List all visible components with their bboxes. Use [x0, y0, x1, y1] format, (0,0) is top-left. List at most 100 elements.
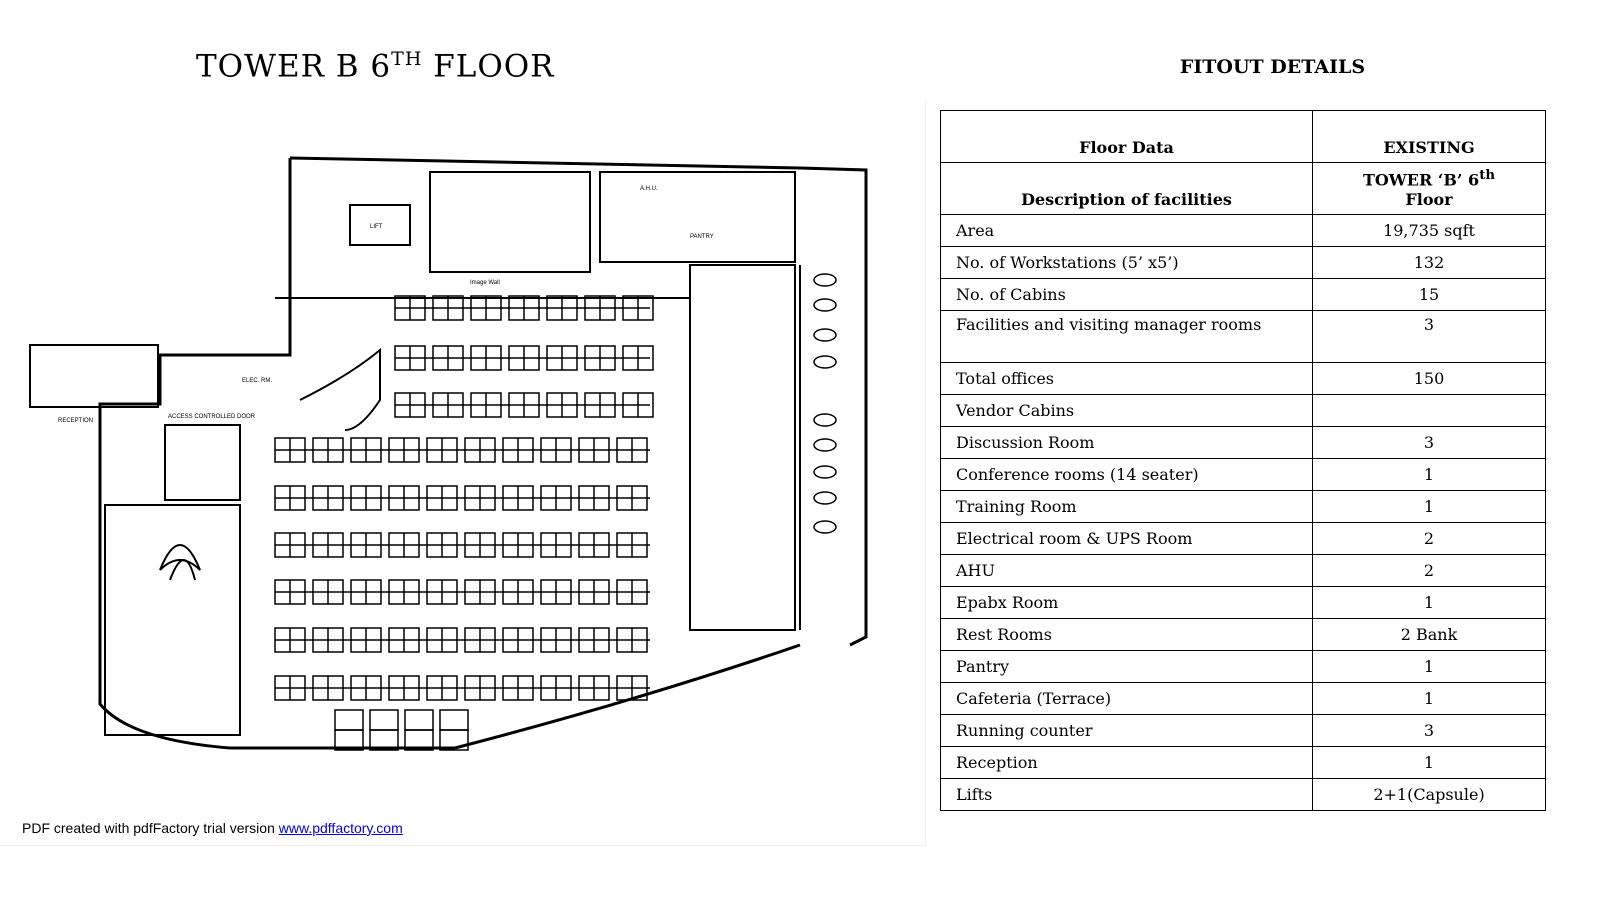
pdf-note-text: PDF created with pdfFactory trial versio…: [22, 820, 279, 836]
workstation-row: [394, 295, 654, 321]
facade-column: [813, 491, 837, 505]
plan-title-main: TOWER B 6: [196, 48, 392, 85]
facility-value: 1: [1312, 490, 1546, 524]
facility-value: 19,735 sqft: [1312, 214, 1546, 248]
fitout-title: FITOUT DETAILS: [1179, 56, 1366, 78]
restroom-block: [29, 344, 159, 408]
facility-value: 3: [1312, 426, 1546, 460]
workstation-row: [274, 437, 650, 463]
facility-label: Vendor Cabins: [940, 394, 1313, 428]
plan-title: TOWER B 6TH FLOOR: [196, 48, 555, 84]
facility-value: 2 Bank: [1312, 618, 1546, 652]
workstation-row: [274, 579, 650, 605]
facility-value: 2+1(Capsule): [1312, 778, 1546, 812]
facility-label: Epabx Room: [940, 586, 1313, 620]
workstation-row: [394, 345, 654, 371]
workstation-grid: [274, 295, 654, 751]
label-pantry: PANTRY: [690, 234, 714, 240]
header-description: Description of facilities: [940, 161, 1313, 216]
outer-walls: [98, 156, 868, 750]
facility-value: 3: [1312, 714, 1546, 748]
curved-facade: [454, 643, 801, 750]
workstation-row: [334, 709, 469, 731]
pdf-note: PDF created with pdfFactory trial versio…: [22, 820, 403, 836]
facility-label: Area: [940, 214, 1313, 248]
left-wall: [98, 488, 455, 750]
facade-column: [813, 328, 837, 342]
facility-label: Electrical room & UPS Room: [940, 522, 1313, 556]
fitout-table: Floor Data EXISTING Description of facil…: [940, 110, 1546, 812]
facility-value: 1: [1312, 458, 1546, 492]
facade-column: [813, 465, 837, 479]
facade-column: [813, 520, 837, 534]
workstation-row: [274, 675, 650, 701]
label-reception: RECEPTION: [58, 418, 93, 424]
facility-label: Lifts: [940, 778, 1313, 812]
workstation-row: [274, 627, 650, 653]
label-lift: LIFT: [370, 224, 383, 230]
right-facade: [799, 166, 868, 647]
label-image-wall: Image Wall: [470, 280, 500, 286]
cabins-right: [689, 264, 796, 631]
pdf-note-link[interactable]: www.pdffactory.com: [278, 820, 403, 836]
facility-label: Running counter: [940, 714, 1313, 748]
core-left-wall: [98, 158, 292, 488]
plan-labels: LIFT A.H.U. PANTRY ELEC. RM. ACCESS CONT…: [58, 186, 714, 424]
floor-plan-drawing: LIFT A.H.U. PANTRY ELEC. RM. ACCESS CONT…: [29, 156, 868, 751]
facility-value: 2: [1312, 522, 1546, 556]
facility-value: 3: [1312, 310, 1546, 364]
facility-value: 1: [1312, 682, 1546, 716]
facility-label: Pantry: [940, 650, 1313, 684]
facility-value: 15: [1312, 278, 1546, 312]
curved-lobby: [299, 347, 381, 431]
facility-value: 1: [1312, 650, 1546, 684]
facade-column: [813, 413, 837, 427]
floor-plan-panel: LIFT A.H.U. PANTRY ELEC. RM. ACCESS CONT…: [0, 100, 926, 846]
training-room-detail: [159, 544, 201, 581]
table-row: Cafeteria (Terrace)1: [940, 682, 1546, 716]
facility-label: Rest Rooms: [940, 618, 1313, 652]
training-room: [104, 504, 241, 736]
facade-column: [813, 355, 837, 369]
plan-title-sup: TH: [391, 48, 423, 70]
facility-value: [1312, 394, 1546, 428]
workstation-row: [394, 392, 654, 418]
facility-value: 132: [1312, 246, 1546, 280]
facility-label: Total offices: [940, 362, 1313, 396]
header-floor-data: Floor Data: [940, 110, 1313, 163]
facility-value: 1: [1312, 586, 1546, 620]
facility-label: Training Room: [940, 490, 1313, 524]
facility-value: 2: [1312, 554, 1546, 588]
table-row: No. of Workstations (5’ x5’)132: [940, 246, 1546, 280]
facility-label: Reception: [940, 746, 1313, 780]
top-wall-upper: [289, 156, 801, 170]
facade-column: [813, 438, 837, 452]
facility-label: No. of Workstations (5’ x5’): [940, 246, 1313, 280]
conference-room: [164, 424, 241, 501]
plan-title-tail: FLOOR: [422, 48, 555, 85]
facility-label: Cafeteria (Terrace): [940, 682, 1313, 716]
table-row: Conference rooms (14 seater)1: [940, 458, 1546, 492]
facility-label: AHU: [940, 554, 1313, 588]
facility-label: Conference rooms (14 seater): [940, 458, 1313, 492]
label-ahu: A.H.U.: [640, 186, 658, 192]
workstation-row: [274, 532, 650, 558]
table-row: Vendor Cabins: [940, 394, 1546, 428]
table-header-row: Floor Data EXISTING: [940, 110, 1546, 163]
facility-value: 150: [1312, 362, 1546, 396]
meeting-room-top: [429, 171, 591, 273]
